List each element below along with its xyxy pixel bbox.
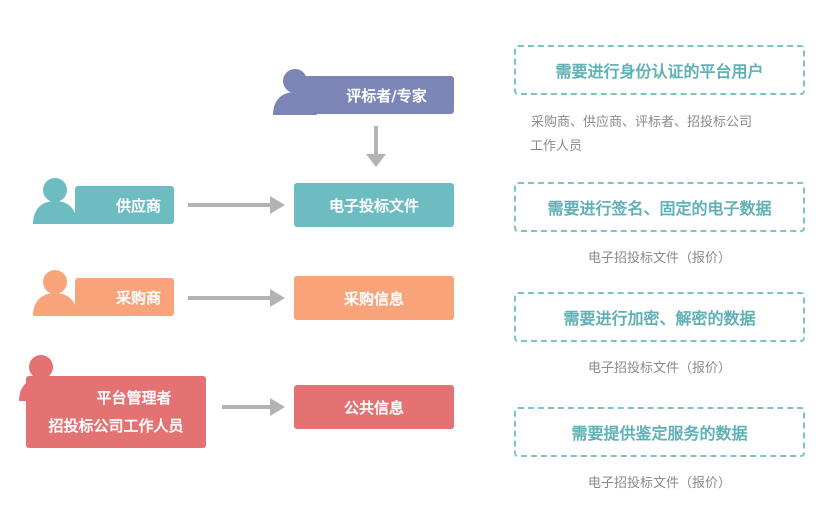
requirement-box-identity: 需要进行身份认证的平台用户	[514, 45, 805, 95]
purchaser-box: 采购商	[75, 278, 174, 316]
requirement-note-encryption: 电子招投标文件（报价）	[587, 361, 731, 376]
requirement-title: 需要进行加密、解密的数据	[563, 309, 756, 328]
person-icon	[19, 355, 63, 401]
public-info-label: 公共信息	[343, 398, 404, 417]
bid-file-box: 电子投标文件	[294, 183, 454, 227]
supplier-box: 供应商	[75, 186, 174, 224]
requirement-note-line2: 工作人员	[530, 139, 583, 154]
person-icon	[33, 178, 77, 224]
purchase-info-box: 采购信息	[294, 276, 454, 320]
requirement-box-encryption: 需要进行加密、解密的数据	[514, 292, 805, 342]
arrow-down-icon	[366, 126, 386, 167]
purchaser-label: 采购商	[115, 288, 161, 307]
requirement-note-appraisal: 电子招投标文件（报价）	[587, 476, 731, 491]
requirement-title: 需要进行身份认证的平台用户	[555, 62, 764, 81]
evaluator-label: 评标者/专家	[346, 86, 427, 105]
arrow-right-icon	[188, 196, 285, 214]
arrow-right-icon	[222, 398, 285, 416]
evaluator-box: 评标者/专家	[293, 76, 454, 114]
requirement-note-identity: 采购商、供应商、评标者、招投标公司 工作人员	[530, 111, 811, 159]
admin-label-line2: 招投标公司工作人员	[48, 417, 184, 435]
arrow-right-icon	[188, 289, 285, 307]
admin-label-line1: 平台管理者	[96, 389, 172, 407]
requirement-box-appraisal: 需要提供鉴定服务的数据	[514, 407, 805, 457]
person-icon	[273, 69, 317, 115]
supplier-label: 供应商	[115, 196, 161, 215]
public-info-box: 公共信息	[294, 385, 454, 429]
person-icon	[33, 270, 77, 316]
requirement-box-signature: 需要进行签名、固定的电子数据	[514, 182, 805, 232]
purchase-info-label: 采购信息	[343, 289, 404, 308]
requirement-title: 需要进行签名、固定的电子数据	[547, 199, 772, 218]
requirement-note-line1: 采购商、供应商、评标者、招投标公司	[531, 115, 753, 130]
requirement-title: 需要提供鉴定服务的数据	[571, 424, 748, 443]
bid-file-label: 电子投标文件	[328, 196, 419, 215]
requirement-note-signature: 电子招投标文件（报价）	[587, 251, 731, 266]
